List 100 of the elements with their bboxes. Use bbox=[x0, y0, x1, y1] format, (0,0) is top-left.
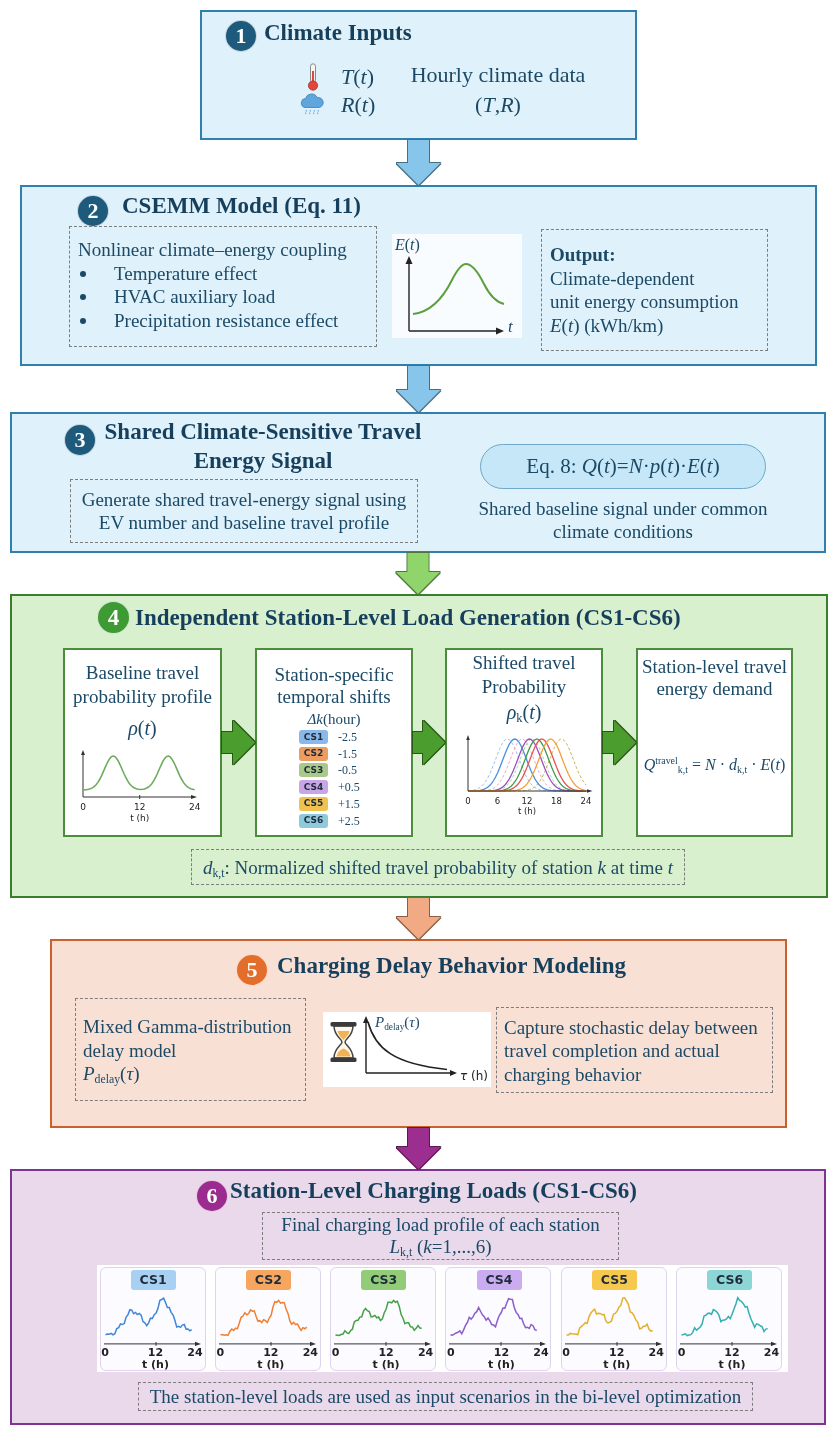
station-label: CS3 bbox=[303, 765, 324, 775]
note-text: d$_{k,t}$: Normalized shifted travel probability of station k at time t bbox=[202, 855, 674, 879]
tick-label: t (h) bbox=[372, 1358, 400, 1371]
station-tag bbox=[591, 1270, 637, 1290]
note-text: E(t) (kWh/km) bbox=[550, 314, 664, 338]
step-number-badge: 3 bbox=[64, 424, 96, 456]
tick-label: 24 bbox=[302, 1346, 318, 1359]
step-number-badge: 5 bbox=[236, 954, 268, 986]
list-item: Precipitation resistance effect bbox=[114, 309, 339, 333]
block-arrow bbox=[396, 553, 440, 594]
column-heading: Δk(hour) bbox=[306, 710, 362, 728]
step-card bbox=[445, 648, 603, 837]
step-number-badge: 1 bbox=[225, 20, 257, 52]
block-arrow bbox=[603, 720, 636, 765]
tick-label: t (h) bbox=[487, 1358, 515, 1371]
station-label: CS2 bbox=[303, 749, 324, 759]
tick-label: t (h) bbox=[603, 1358, 631, 1371]
tick-label: t (h) bbox=[718, 1358, 746, 1371]
dashed-frame bbox=[496, 1007, 773, 1093]
variable-label: R(t) bbox=[341, 92, 376, 119]
dashed-frame bbox=[138, 1382, 753, 1411]
stage-panel bbox=[10, 412, 826, 553]
shift-value: -1.5 bbox=[338, 745, 357, 762]
formula-text: Q$^{travel}$$_{k,t}$ = N · d$_{k,t}$ · E(t) bbox=[642, 754, 787, 776]
card-title: Station-specific temporal shifts bbox=[273, 664, 395, 708]
step-card bbox=[255, 648, 413, 837]
block-arrow bbox=[413, 720, 445, 765]
tick-label: 12 bbox=[378, 1346, 394, 1359]
section-title: Climate Inputs bbox=[264, 19, 412, 47]
station-tag bbox=[299, 763, 328, 778]
section-title: Independent Station-Level Load Generation (CS1-CS6) bbox=[135, 604, 681, 632]
axis-label: E(t) bbox=[395, 236, 420, 254]
dashed-frame bbox=[191, 849, 685, 885]
dashed-frame bbox=[262, 1212, 619, 1260]
section-title: CSEMM Model (Eq. 11) bbox=[122, 192, 361, 220]
station-tag bbox=[707, 1270, 753, 1290]
stage-panel bbox=[200, 10, 637, 140]
tick-label: t (h) bbox=[257, 1358, 285, 1371]
tick-label: 12 bbox=[521, 796, 533, 806]
station-label: CS2 bbox=[254, 1273, 282, 1287]
shift-value: -0.5 bbox=[338, 762, 357, 779]
tick-label: t (h) bbox=[142, 1358, 169, 1371]
note-text: L$_{k,t}$ (k=1,...,6) bbox=[389, 1236, 492, 1258]
step-number-badge: 6 bbox=[196, 1180, 228, 1212]
station-label: CS4 bbox=[303, 782, 324, 792]
tick-label: 6 bbox=[494, 796, 501, 806]
note-text: unit energy consumption bbox=[550, 290, 739, 315]
tick-label: t (h) bbox=[130, 813, 150, 824]
shift-value: +0.5 bbox=[338, 779, 360, 796]
dashed-frame bbox=[75, 998, 306, 1101]
tick-label: 0 bbox=[465, 796, 471, 806]
tick-label: 12 bbox=[493, 1346, 510, 1359]
note-text: The station-level loads are used as input scenarios in the bi-level optimization bbox=[149, 1385, 742, 1408]
section-title: Station-Level Charging Loads (CS1-CS6) bbox=[230, 1177, 637, 1205]
tick-label: 12 bbox=[263, 1346, 279, 1359]
step-number-badge: 2 bbox=[77, 195, 109, 227]
block-arrow bbox=[222, 720, 255, 765]
list-item: Temperature effect bbox=[114, 261, 258, 286]
stage-panel bbox=[50, 939, 787, 1128]
block-arrow bbox=[396, 140, 441, 185]
note-text: Nonlinear climate–energy coupling bbox=[78, 238, 347, 262]
step-number-badge: 4 bbox=[97, 601, 130, 634]
station-tag bbox=[361, 1270, 407, 1290]
step-card bbox=[63, 648, 222, 837]
station-label: CS1 bbox=[139, 1273, 167, 1287]
station-tag bbox=[299, 730, 328, 744]
stage-panel bbox=[10, 1169, 826, 1425]
formula-text: ρ$_{k}$(t) bbox=[505, 700, 543, 724]
station-tag bbox=[130, 1270, 176, 1290]
block-arrow bbox=[396, 898, 441, 939]
station-tag bbox=[299, 813, 328, 828]
station-tag bbox=[299, 780, 328, 795]
tick-label: 0 bbox=[447, 1346, 455, 1359]
tick-label: 0 bbox=[677, 1346, 686, 1359]
tick-label: 0 bbox=[562, 1346, 570, 1359]
tick-label: 12 bbox=[724, 1346, 740, 1359]
station-tag bbox=[245, 1270, 291, 1290]
note-text: Final charging load profile of each station bbox=[281, 1214, 600, 1236]
caption-text: Shared baseline signal under common climate conditions bbox=[477, 497, 769, 543]
note-text: Climate-dependent bbox=[550, 266, 695, 291]
tick-label: 0 bbox=[80, 802, 86, 813]
stage-panel bbox=[10, 594, 828, 898]
shift-value: -2.5 bbox=[338, 729, 357, 745]
tick-label: 24 bbox=[580, 796, 592, 806]
tick-label: t (h) bbox=[517, 806, 537, 816]
station-label: CS5 bbox=[600, 1273, 628, 1287]
card-title: Shifted travel Probability bbox=[471, 651, 577, 699]
step-card bbox=[636, 648, 793, 837]
station-label: CS1 bbox=[303, 732, 324, 742]
section-title: Charging Delay Behavior Modeling bbox=[277, 952, 627, 980]
list-item: HVAC auxiliary load bbox=[114, 285, 276, 310]
shift-value: +2.5 bbox=[338, 812, 360, 829]
dashed-frame bbox=[541, 229, 768, 351]
tick-label: 12 bbox=[147, 1346, 164, 1359]
dashed-frame bbox=[69, 226, 377, 347]
card-title: Station-level travel energy demand bbox=[640, 656, 789, 700]
station-label: CS5 bbox=[303, 799, 324, 809]
note-text: Generate shared travel-energy signal using EV number and baseline travel profile bbox=[80, 488, 408, 534]
tick-label: 0 bbox=[216, 1346, 225, 1359]
tick-label: 0 bbox=[101, 1346, 109, 1359]
